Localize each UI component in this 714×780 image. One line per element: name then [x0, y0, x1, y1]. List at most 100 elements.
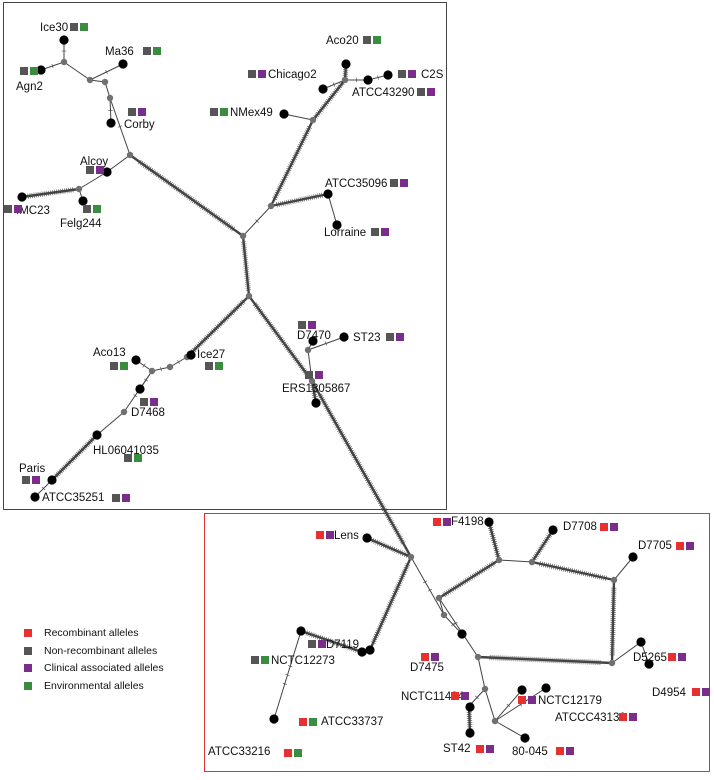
strain-label-d7468: D7468	[131, 407, 165, 419]
edge-line	[532, 562, 614, 580]
strain-node	[30, 492, 39, 501]
branch-node	[342, 77, 348, 83]
branch-node	[167, 364, 173, 370]
marker-recombinant	[421, 653, 429, 661]
strain-label-d7119: D7119	[326, 639, 359, 651]
marker-non-recombinant	[305, 371, 313, 379]
edge-line	[411, 557, 444, 615]
marker-non-recombinant	[205, 362, 213, 370]
strain-node	[517, 685, 526, 694]
branch-node	[436, 595, 442, 601]
branch-node	[305, 347, 311, 353]
strain-label-nctc12179: NCTC12179	[538, 695, 602, 707]
branch-node	[475, 654, 481, 660]
branch-node	[609, 660, 615, 666]
marker-non-recombinant	[124, 454, 132, 462]
strain-node	[363, 75, 372, 84]
branch-node	[246, 293, 252, 299]
strain-node	[341, 59, 350, 68]
legend-item-environmental: Environmental alleles	[24, 677, 164, 695]
marker-recombinant	[284, 749, 292, 757]
strain-label-ice27: Ice27	[197, 349, 225, 361]
strain-node	[520, 733, 529, 742]
marker-recombinant	[619, 713, 627, 721]
marker-recombinant	[299, 718, 307, 726]
marker-recombinant	[451, 692, 459, 700]
marker-recombinant	[692, 688, 700, 696]
strain-label-aco20: Aco20	[326, 35, 359, 47]
strain-label-atcc33216: ATCC33216	[208, 746, 270, 758]
strain-node	[279, 109, 288, 118]
marker-non-recombinant	[363, 36, 371, 44]
marker-clinical	[400, 179, 408, 187]
marker-clinical	[326, 531, 334, 539]
strain-node	[365, 645, 374, 654]
legend: Recombinant alleles Non-recombinant alle…	[24, 624, 164, 695]
strain-label-aco13: Aco13	[93, 347, 126, 359]
marker-recombinant	[556, 747, 564, 755]
marker-non-recombinant	[390, 179, 398, 187]
strain-node	[318, 84, 327, 93]
strain-label-nctc12273: NCTC12273	[271, 655, 335, 667]
branch-node	[127, 152, 133, 158]
strain-label-agn2: Agn2	[16, 81, 43, 93]
marker-clinical	[150, 398, 158, 406]
strain-node	[628, 552, 637, 561]
strain-node	[118, 59, 127, 68]
edge-line	[439, 560, 499, 598]
edge-line	[612, 580, 614, 663]
marker-clinical	[528, 696, 536, 704]
marker-non-recombinant	[386, 333, 394, 341]
marker-clinical	[686, 542, 694, 550]
strain-node	[59, 35, 68, 44]
edge-ticks	[241, 242, 251, 291]
branch-node	[408, 554, 414, 560]
strain-node	[541, 683, 550, 692]
marker-clinical	[318, 640, 326, 648]
marker-environmental	[309, 718, 317, 726]
legend-swatch-environmental	[24, 682, 32, 690]
strain-node	[636, 637, 645, 646]
strain-label-atcc33737: ATCC33737	[321, 716, 383, 728]
marker-recombinant	[668, 653, 676, 661]
strain-node	[296, 626, 305, 635]
strain-label-80-045: 80-045	[512, 746, 548, 758]
strain-node	[465, 702, 474, 711]
marker-clinical	[678, 653, 686, 661]
strain-node	[465, 728, 474, 737]
legend-label: Non-recombinant alleles	[44, 645, 157, 657]
branch-node	[529, 559, 535, 565]
branch-node	[76, 186, 82, 192]
strain-label-ice30: Ice30	[40, 22, 68, 34]
branch-node	[87, 77, 93, 83]
marker-clinical	[32, 476, 40, 484]
marker-clinical	[138, 108, 146, 116]
legend-label: Environmental alleles	[44, 680, 144, 692]
marker-environmental	[153, 47, 161, 55]
edge-line	[532, 530, 553, 562]
edge-ticks	[28, 187, 74, 198]
strain-node	[339, 332, 348, 341]
marker-clinical	[629, 713, 637, 721]
marker-non-recombinant	[128, 108, 136, 116]
marker-recombinant	[676, 542, 684, 550]
strain-label-st23: ST23	[353, 332, 381, 344]
edge-line	[64, 62, 90, 80]
legend-item-clinical: Clinical associated alleles	[24, 659, 164, 677]
strain-node	[92, 430, 101, 439]
marker-recombinant	[476, 745, 484, 753]
edge-line	[495, 721, 525, 738]
strain-node	[383, 70, 392, 79]
edge-ticks	[371, 563, 410, 643]
marker-non-recombinant	[371, 228, 379, 236]
branch-node	[310, 117, 316, 123]
marker-clinical	[427, 88, 435, 96]
marker-clinical	[431, 653, 439, 661]
strain-node	[311, 398, 320, 407]
strain-label-atcc35251: ATCC35251	[42, 492, 104, 504]
strain-node	[78, 196, 87, 205]
marker-clinical	[381, 228, 389, 236]
marker-clinical	[702, 688, 710, 696]
marker-environmental	[93, 205, 101, 213]
region-box-recombinant	[205, 514, 710, 772]
